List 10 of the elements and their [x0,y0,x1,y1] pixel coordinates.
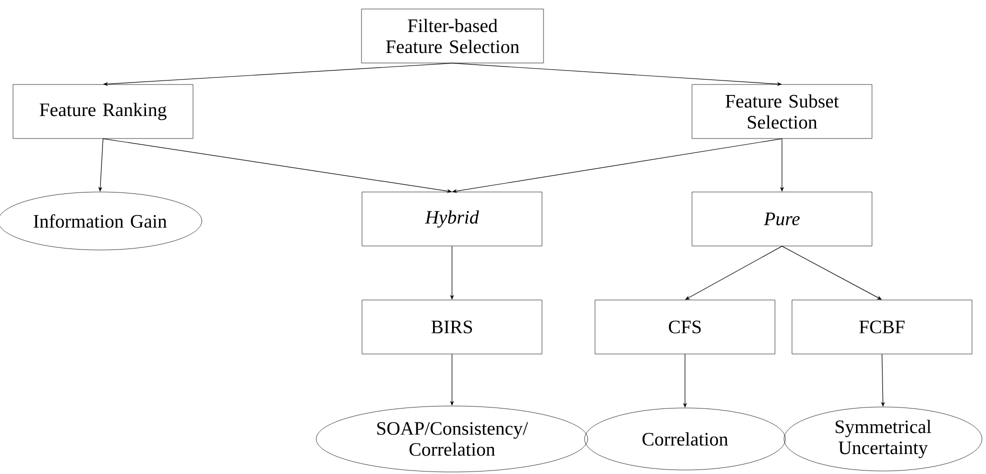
process-box: Feature Subset Selection [692,84,872,139]
arrow [685,246,782,300]
process-box: Filter-based Feature Selection [361,8,544,64]
process-box: Feature Ranking [12,84,194,139]
process-box: Hybrid [362,192,542,246]
arrow [782,246,882,300]
process-box: CFS [594,300,776,354]
process-box: BIRS [362,300,542,354]
process-box: FCBF [792,300,972,354]
process-box: Pure [692,192,872,246]
